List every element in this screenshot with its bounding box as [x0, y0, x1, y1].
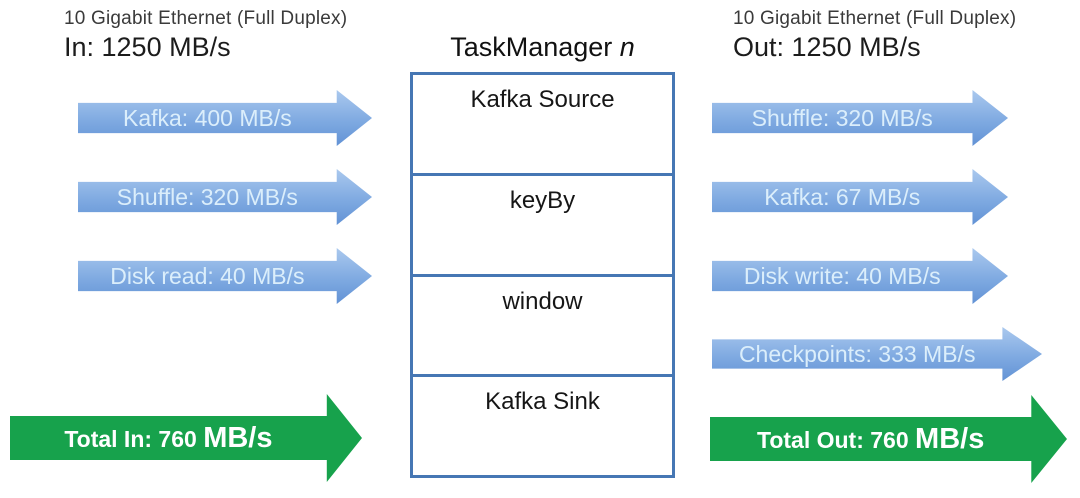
taskmanager-box: Kafka Source keyBy window Kafka Sink: [410, 72, 675, 478]
total-out-unit: MB/s: [915, 422, 985, 455]
right-arrow-disk-write-label: Disk write: 40 MB/s: [743, 262, 941, 289]
taskmanager-title: TaskManager n: [450, 32, 635, 62]
right-arrow-shuffle-out: Shuffle: 320 MB/s: [712, 90, 1008, 146]
taskmanager-section-window: window: [413, 273, 672, 375]
left-arrow-shuffle-in-label: Shuffle: 320 MB/s: [116, 183, 298, 210]
total-in-unit: MB/s: [203, 421, 273, 454]
left-network-in-rate: In: 1250 MB/s: [64, 32, 231, 62]
right-arrow-disk-write: Disk write: 40 MB/s: [712, 248, 1008, 304]
left-arrow-shuffle-in: Shuffle: 320 MB/s: [78, 169, 372, 225]
taskmanager-section-kafka-sink: Kafka Sink: [413, 374, 672, 475]
left-arrow-disk-read: Disk read: 40 MB/s: [78, 248, 372, 304]
total-out-arrow: Total Out: 760 MB/s: [710, 395, 1067, 483]
right-arrow-checkpoints-label: Checkpoints: 333 MB/s: [738, 340, 976, 367]
left-network-header: 10 Gigabit Ethernet (Full Duplex) In: 12…: [64, 8, 347, 63]
total-out-label: Total Out: 760 MB/s: [756, 422, 985, 455]
total-in-arrow: Total In: 760 MB/s: [10, 394, 362, 482]
taskmanager-title-index: n: [619, 32, 635, 62]
right-network-type-label: 10 Gigabit Ethernet (Full Duplex): [733, 8, 1017, 29]
total-in-label: Total In: 760 MB/s: [64, 421, 273, 454]
taskmanager-section-kafka-source: Kafka Source: [470, 86, 615, 113]
right-arrow-kafka-out: Kafka: 67 MB/s: [712, 169, 1008, 225]
right-arrow-shuffle-out-label: Shuffle: 320 MB/s: [751, 104, 933, 131]
left-arrow-kafka-in: Kafka: 400 MB/s: [78, 90, 372, 146]
taskmanager-section-keyby: keyBy: [413, 172, 672, 274]
left-arrow-kafka-in-label: Kafka: 400 MB/s: [122, 104, 292, 131]
right-network-header: 10 Gigabit Ethernet (Full Duplex) Out: 1…: [733, 8, 1016, 63]
right-arrow-kafka-out-label: Kafka: 67 MB/s: [764, 183, 921, 210]
right-network-out-rate: Out: 1250 MB/s: [733, 32, 921, 62]
left-arrow-disk-read-label: Disk read: 40 MB/s: [110, 262, 305, 289]
left-network-type-label: 10 Gigabit Ethernet (Full Duplex): [64, 8, 348, 29]
right-arrow-checkpoints: Checkpoints: 333 MB/s: [712, 327, 1042, 381]
